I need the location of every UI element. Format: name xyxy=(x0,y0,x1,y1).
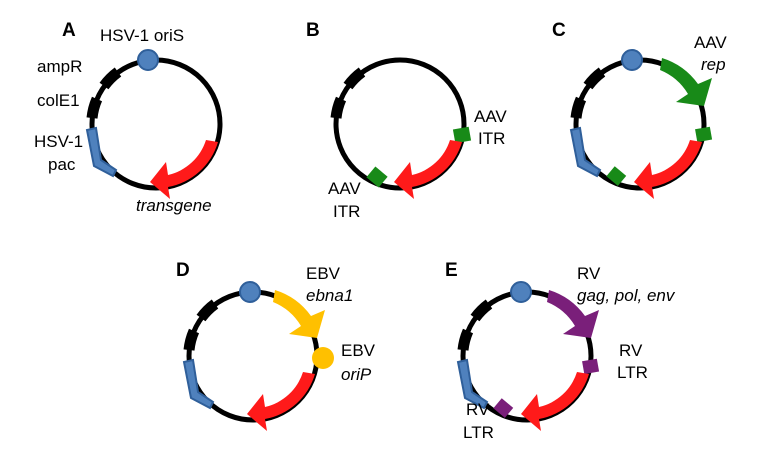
gag-label-2: gag, pol, env xyxy=(577,286,676,305)
transgene-label: transgene xyxy=(136,196,212,215)
ampr-block xyxy=(470,299,493,322)
cole1-block xyxy=(86,96,103,119)
transgene-arrow xyxy=(521,372,589,431)
ltr-label-2a: RV xyxy=(466,400,490,419)
panel-a xyxy=(85,49,223,199)
itr-label-1a: AAV xyxy=(474,107,507,126)
transgene-arrow xyxy=(247,372,315,431)
cole1-label: colE1 xyxy=(37,91,80,110)
panel-b xyxy=(330,57,472,199)
hsv-ori-dot xyxy=(621,49,643,71)
panel-a-letter: A xyxy=(62,20,76,41)
ampr-label: ampR xyxy=(37,57,82,76)
pac-label-1: HSV-1 xyxy=(34,132,83,151)
ebna1-label-2: ebna1 xyxy=(306,286,353,305)
itr-block-1 xyxy=(695,126,713,143)
rep-label-1: AAV xyxy=(694,33,727,52)
pac-block xyxy=(85,126,118,178)
gag-label-1: RV xyxy=(577,264,601,283)
transgene-arrow xyxy=(634,140,702,199)
plasmid-ring xyxy=(333,57,467,191)
ltr-block-1 xyxy=(582,358,600,375)
transgene-arrow xyxy=(394,140,462,199)
cole1-block xyxy=(183,328,200,351)
transgene-arrow xyxy=(150,140,218,199)
itr-block-2 xyxy=(606,166,627,186)
ltr-block-2 xyxy=(493,398,514,418)
gag-pol-env-arrow xyxy=(547,290,599,338)
pac-block xyxy=(569,126,602,178)
itr-label-2a: AAV xyxy=(328,179,361,198)
rep-label-2: rep xyxy=(701,55,726,74)
itr-label-2b: ITR xyxy=(333,202,360,221)
pac-block xyxy=(182,358,215,410)
pac-label-2: pac xyxy=(48,155,76,174)
hsv-ori-dot xyxy=(510,281,532,303)
orip-dot xyxy=(312,347,334,369)
ampr-block xyxy=(99,67,122,90)
rep-arrow xyxy=(660,58,712,106)
hsv-ori-dot xyxy=(137,49,159,71)
panel-b-letter: B xyxy=(306,20,320,41)
itr-block-2 xyxy=(366,166,388,188)
ltr-label-1a: RV xyxy=(619,341,643,360)
panel-e xyxy=(456,281,600,431)
hsv-ori-dot xyxy=(239,281,261,303)
cole1-block xyxy=(570,96,587,119)
orip-label-2: oriP xyxy=(341,365,372,384)
panel-e-letter: E xyxy=(445,260,458,281)
cole1-block xyxy=(330,96,347,119)
ampr-block xyxy=(196,299,219,322)
itr-label-1b: ITR xyxy=(478,129,505,148)
ltr-label-2b: LTR xyxy=(463,423,494,442)
itr-block-1 xyxy=(452,126,472,144)
pac-block xyxy=(456,358,489,410)
panel-c-letter: C xyxy=(552,20,566,41)
ltr-label-1b: LTR xyxy=(617,363,648,382)
panel-d-letter: D xyxy=(176,260,190,281)
orip-label-1: EBV xyxy=(341,341,376,360)
ebna1-label-1: EBV xyxy=(306,264,341,283)
ebna1-arrow xyxy=(273,290,325,338)
panel-c xyxy=(569,49,713,199)
cole1-block xyxy=(457,328,474,351)
hsv-ori-label: HSV-1 oriS xyxy=(100,26,184,45)
ampr-block xyxy=(583,67,606,90)
panel-d xyxy=(182,281,334,431)
ampr-block xyxy=(343,67,366,90)
